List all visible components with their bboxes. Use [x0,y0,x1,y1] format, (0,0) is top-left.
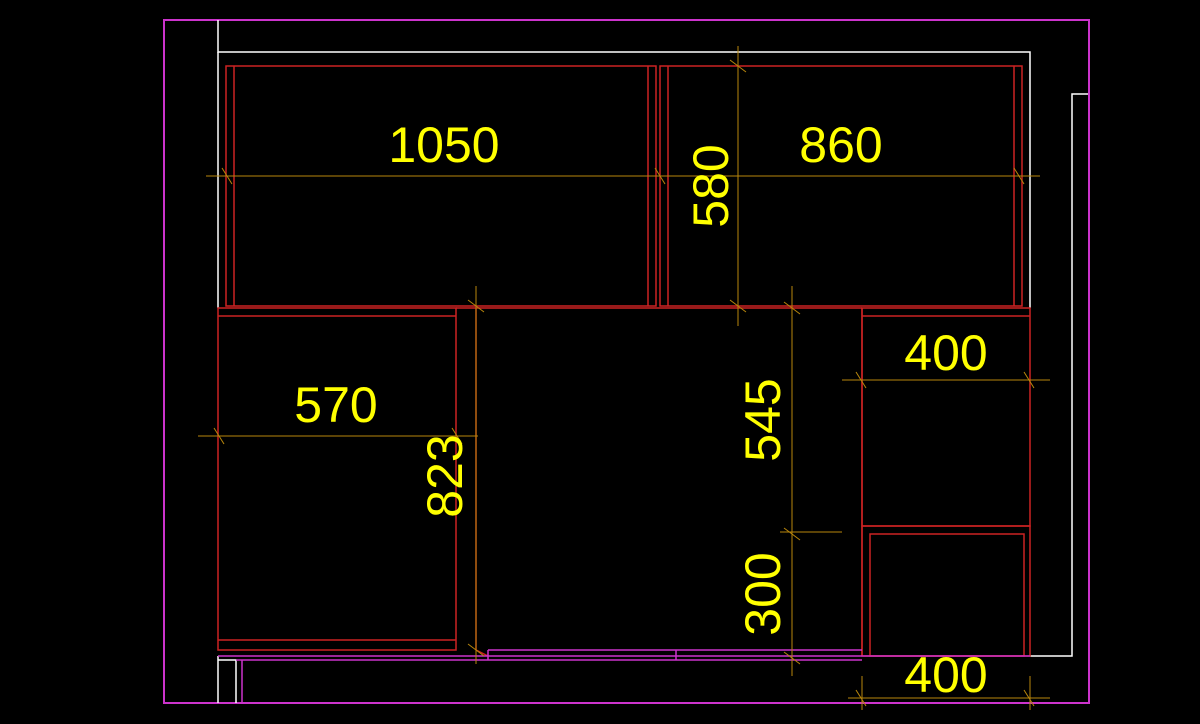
wall-outline [217,20,1088,703]
dim-label-left-width: 570 [294,377,377,433]
cabinet-top-left [225,65,657,307]
bottom-kick-strip [218,649,1030,703]
cabinet-middle [475,307,863,657]
outer-boundary [163,19,1090,704]
dim-label-left-height: 823 [417,434,473,517]
dim-label-right-upper-width: 400 [904,325,987,381]
dim-label-right-lower-width: 400 [904,647,987,703]
cabinet-top-right [659,65,1023,307]
dim-label-top-height: 580 [683,144,739,227]
dim-label-top-left-width: 1050 [388,117,499,173]
cabinet-right-lower [861,525,1031,657]
dim-label-top-right-width: 860 [799,117,882,173]
dim-label-middle-upper-height: 545 [735,378,791,461]
dim-label-middle-lower-height: 300 [735,552,791,635]
dimension-lines [198,46,1050,710]
